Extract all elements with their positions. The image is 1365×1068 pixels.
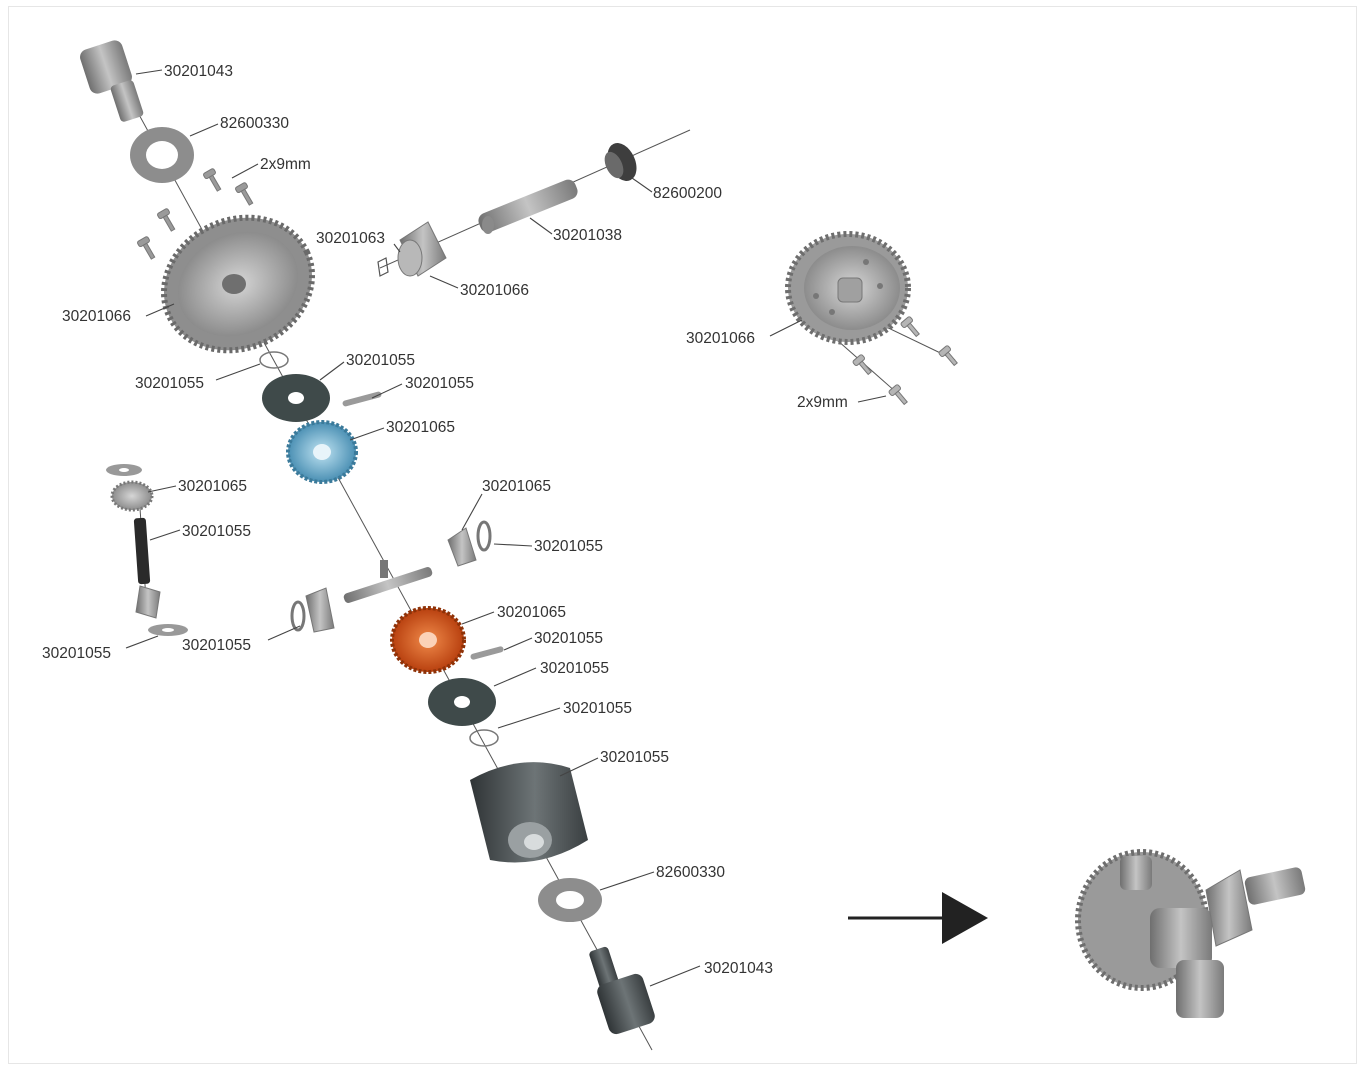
label-bearing-top: 82600330 xyxy=(220,115,289,132)
label-pinion-gear: 30201066 xyxy=(460,282,529,299)
label-pin-lower: 30201055 xyxy=(534,630,603,647)
output-cup-bottom xyxy=(589,946,655,1035)
ring-gear-detail xyxy=(785,231,911,345)
label-pinion-clip: 30201063 xyxy=(316,230,385,247)
screws-top xyxy=(137,168,254,260)
label-spider-left: 30201065 xyxy=(178,478,247,495)
label-washer-lower: 30201055 xyxy=(182,637,251,654)
assembled-differential xyxy=(1075,849,1306,1018)
diagram-frame xyxy=(8,6,1357,1064)
side-gear-blue xyxy=(286,420,358,484)
screws-detail xyxy=(852,316,958,406)
washer-top xyxy=(262,374,330,422)
diff-case xyxy=(470,762,588,863)
label-bearing-pinion: 82600200 xyxy=(653,185,722,202)
cross-shaft xyxy=(343,560,433,603)
label-ring-gear-main: 30201066 xyxy=(62,308,131,325)
label-screws-top: 2x9mm xyxy=(260,156,311,173)
label-spider-right: 30201065 xyxy=(482,478,551,495)
part-labels: 30201043 82600330 2x9mm 82600200 3020103… xyxy=(42,63,848,977)
pin-top xyxy=(342,391,382,407)
spider-gear-right xyxy=(447,520,492,567)
bearing-top xyxy=(130,127,194,183)
label-washer-left: 30201055 xyxy=(42,645,111,662)
leader-lines xyxy=(125,69,887,987)
bearing-bottom xyxy=(538,878,602,922)
pinion-gear xyxy=(377,221,447,277)
label-output-cup-bottom: 30201043 xyxy=(704,960,773,977)
label-pin-top: 30201055 xyxy=(405,375,474,392)
label-ring-gear-detail: 30201066 xyxy=(686,330,755,347)
output-cup-top xyxy=(80,40,144,122)
oring-lower xyxy=(469,729,499,747)
label-oring-lower: 30201055 xyxy=(563,700,632,717)
spider-gear-lower xyxy=(290,587,335,633)
bearing-pinion xyxy=(604,143,637,181)
pin-lower xyxy=(470,646,504,660)
label-washer-right: 30201055 xyxy=(534,538,603,555)
label-cross-pin-left: 30201055 xyxy=(182,523,251,540)
label-side-gear-blue: 30201065 xyxy=(386,419,455,436)
label-diff-case: 30201055 xyxy=(600,749,669,766)
assembly-arrow xyxy=(848,892,988,944)
washer-lower xyxy=(428,678,496,726)
label-side-gear-orange: 30201065 xyxy=(497,604,566,621)
label-input-shaft: 30201038 xyxy=(553,227,622,244)
input-shaft xyxy=(478,179,578,234)
label-output-cup-top: 30201043 xyxy=(164,63,233,80)
ring-gear-main xyxy=(161,214,315,354)
label-screws-detail: 2x9mm xyxy=(797,394,848,411)
label-washer-case: 30201055 xyxy=(540,660,609,677)
side-gear-orange xyxy=(390,606,466,674)
oring-top xyxy=(259,351,289,369)
label-washer-top: 30201055 xyxy=(346,352,415,369)
label-bearing-bottom: 82600330 xyxy=(656,864,725,881)
label-oring-top: 30201055 xyxy=(135,375,204,392)
spider-cluster-left xyxy=(106,464,188,636)
